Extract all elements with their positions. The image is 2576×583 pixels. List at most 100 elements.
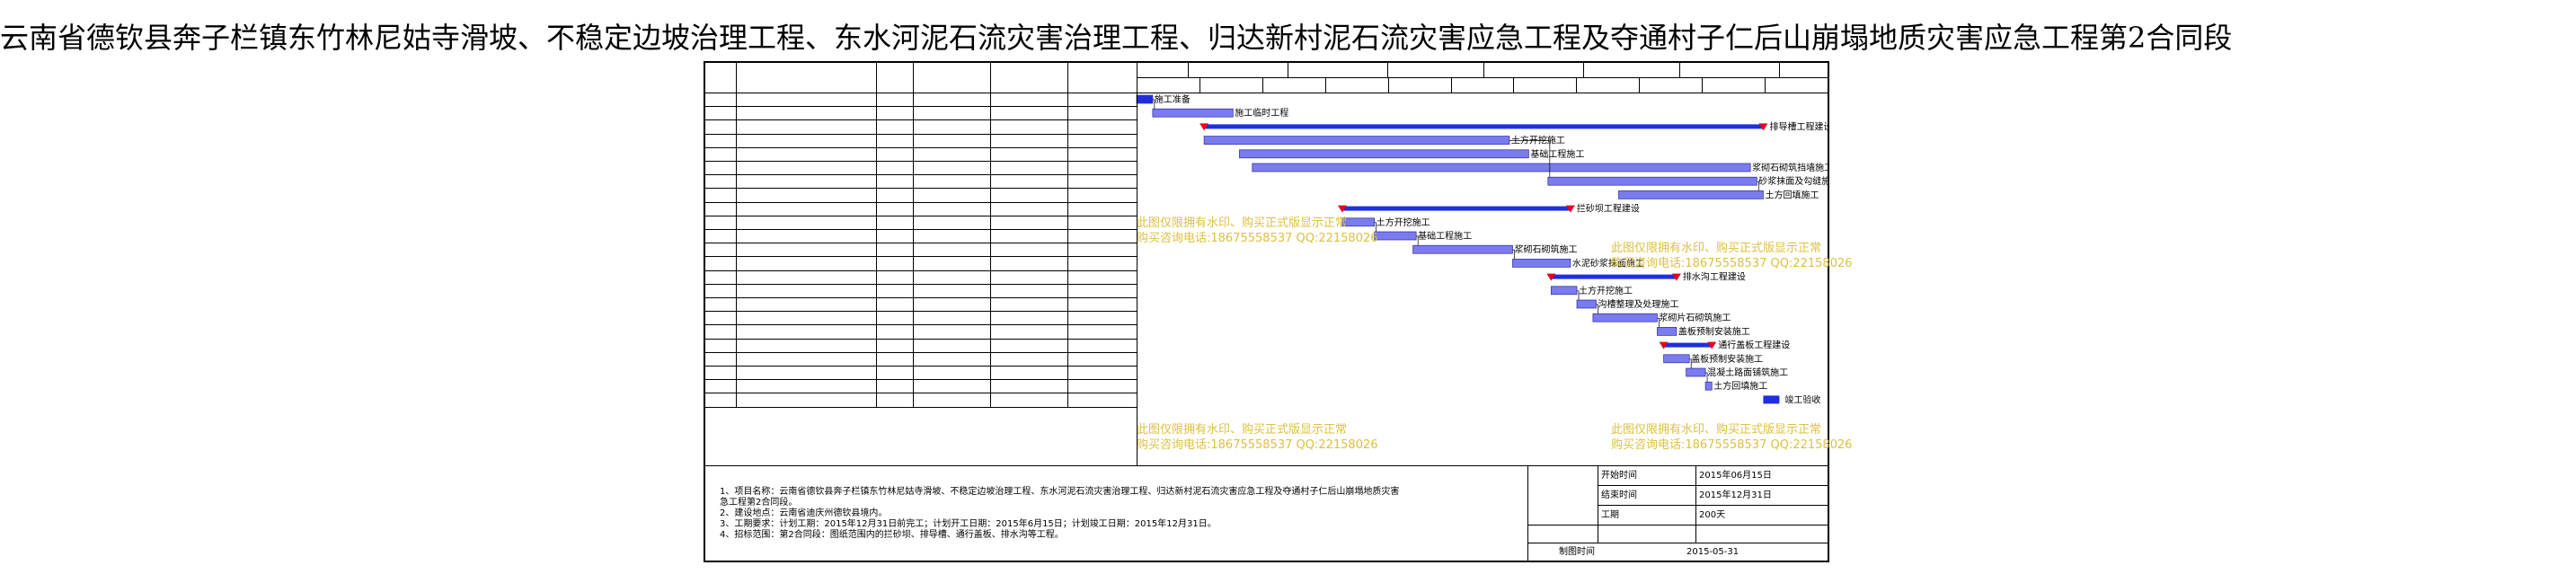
bar-label: 盖板预制安装施工 bbox=[1678, 325, 1750, 337]
bar-label: 浆砌石砌筑施工 bbox=[1514, 243, 1577, 255]
dependency-link bbox=[1152, 99, 1155, 110]
row-line bbox=[705, 229, 1137, 230]
task-bar bbox=[1137, 95, 1153, 103]
dependency-link bbox=[1705, 372, 1708, 383]
watermark-text: 此图仅限拥有水印、购买正式版显示正常购买咨询电话:18675558537 QQ:… bbox=[1611, 241, 1853, 271]
task-bar bbox=[1618, 190, 1764, 199]
task-bar bbox=[1704, 381, 1713, 391]
summary-bar bbox=[1341, 206, 1571, 211]
summary-label: 工期 bbox=[1601, 510, 1619, 520]
week-line bbox=[1199, 77, 1200, 93]
table-col-line bbox=[990, 63, 991, 407]
watermark-line-2: 购买咨询电话:18675558537 QQ:22158026 bbox=[1137, 232, 1378, 245]
gantt-chart: 施工准备施工临时工程排导槽工程建设土方开挖施工基础工程施工浆砌石砌筑挡墙施工砂浆… bbox=[1136, 93, 1828, 405]
dependency-link bbox=[1757, 181, 1759, 191]
row-line bbox=[705, 174, 1137, 176]
row-line bbox=[705, 161, 1137, 162]
summary-bar bbox=[1204, 124, 1764, 129]
week-line bbox=[1387, 77, 1389, 93]
summary-row-line bbox=[1598, 485, 1828, 486]
row-line bbox=[705, 201, 1137, 203]
bar-label: 竣工验收 bbox=[1784, 393, 1820, 405]
row-line bbox=[705, 269, 1137, 271]
row-line bbox=[705, 188, 1137, 190]
summary-label: 开始时间 bbox=[1601, 471, 1637, 481]
week-line bbox=[1261, 77, 1263, 93]
summary-bar bbox=[1663, 342, 1713, 348]
note-line: 1、项目名称：云南省德钦县奔子栏镇东竹林尼姑寺滑坡、不稳定边坡治理工程、东水河泥… bbox=[720, 487, 1400, 497]
row-line bbox=[705, 106, 1137, 108]
week-line bbox=[1765, 77, 1766, 93]
task-bar bbox=[1374, 231, 1417, 241]
bar-label: 水泥砂浆抹面施工 bbox=[1572, 257, 1644, 269]
end-diamond bbox=[1565, 205, 1575, 213]
bar-label: 土方开挖施工 bbox=[1579, 285, 1633, 296]
gantt-sheet: 施工准备施工临时工程排导槽工程建设土方开挖施工基础工程施工浆砌石砌筑挡墙施工砂浆… bbox=[704, 61, 1853, 562]
task-bar bbox=[1576, 299, 1597, 309]
watermark-line-2: 购买咨询电话:18675558537 QQ:22158026 bbox=[1137, 438, 1378, 452]
week-line bbox=[1450, 77, 1452, 93]
bar-label: 沟槽整理及处理施工 bbox=[1598, 298, 1678, 310]
watermark-line-2: 购买咨询电话:18675558537 QQ:22158026 bbox=[1611, 438, 1853, 452]
month-line bbox=[1386, 63, 1388, 77]
row-line bbox=[705, 366, 1137, 367]
month-bottom-line bbox=[1137, 77, 1828, 78]
bar-label: 通行盖板工程建设 bbox=[1718, 340, 1790, 351]
row-line bbox=[705, 146, 1137, 148]
task-bar bbox=[1551, 286, 1578, 296]
summary-row-line bbox=[1598, 505, 1828, 506]
task-bar bbox=[1203, 136, 1510, 145]
dependency-link bbox=[1689, 358, 1692, 368]
start-diamond bbox=[1199, 123, 1209, 131]
week-line bbox=[1639, 77, 1641, 93]
table-col-line bbox=[1067, 63, 1068, 407]
chart-bottom-line bbox=[705, 465, 1828, 466]
watermark-line-1: 此图仅限拥有水印、购买正式版显示正常 bbox=[1611, 242, 1822, 255]
task-bar bbox=[1252, 163, 1751, 172]
month-line bbox=[1583, 63, 1585, 77]
table-col-line bbox=[876, 63, 877, 407]
month-line bbox=[1679, 63, 1681, 77]
month-line bbox=[1779, 63, 1781, 77]
watermark-line-1: 此图仅限拥有水印、购买正式版显示正常 bbox=[1137, 216, 1348, 230]
week-line bbox=[1513, 77, 1515, 93]
summary-bar bbox=[1763, 395, 1780, 404]
dependency-link bbox=[1416, 235, 1419, 246]
bar-label: 浆砌石砌筑挡墙施工 bbox=[1752, 162, 1828, 173]
task-bar bbox=[1686, 367, 1706, 377]
week-line bbox=[1702, 77, 1704, 93]
bar-label: 施工准备 bbox=[1155, 93, 1191, 105]
summary-row-line bbox=[1527, 525, 1828, 526]
summary-outer-line bbox=[1527, 465, 1528, 561]
month-line bbox=[1483, 63, 1485, 77]
row-line bbox=[705, 338, 1137, 340]
bar-label: 基础工程施工 bbox=[1418, 230, 1472, 242]
dependency-link bbox=[1512, 249, 1515, 260]
watermark-line-1: 此图仅限拥有水印、购买正式版显示正常 bbox=[1611, 423, 1822, 437]
table-col-line bbox=[913, 63, 914, 407]
row-line bbox=[705, 297, 1137, 298]
made-label: 制图时间 bbox=[1559, 547, 1595, 557]
row-line bbox=[705, 406, 1137, 408]
row-line bbox=[705, 379, 1137, 381]
start-diamond bbox=[1659, 341, 1669, 349]
bar-label: 拦砂坝工程建设 bbox=[1577, 203, 1640, 215]
summary-label: 结束时间 bbox=[1601, 490, 1637, 500]
dependency-link bbox=[1596, 304, 1598, 314]
bar-label: 施工临时工程 bbox=[1235, 107, 1288, 119]
dependency-link bbox=[1577, 290, 1580, 300]
project-notes: 1、项目名称：云南省德钦县奔子栏镇东竹林尼姑寺滑坡、不稳定边坡治理工程、东水河泥… bbox=[720, 487, 1717, 541]
watermark-text: 此图仅限拥有水印、购买正式版显示正常购买咨询电话:18675558537 QQ:… bbox=[1137, 216, 1378, 246]
month-line bbox=[1188, 63, 1190, 77]
bar-label: 土方回填施工 bbox=[1713, 380, 1767, 392]
summary-bar bbox=[1551, 274, 1677, 279]
bar-label: 排水沟工程建设 bbox=[1683, 271, 1746, 283]
start-diamond bbox=[1337, 205, 1347, 213]
row-line bbox=[705, 351, 1137, 353]
note-line: 4、招标范围：第2合同段：图纸范围内的拦砂坝、排导槽、通行盖板、排水沟等工程。 bbox=[720, 530, 1064, 540]
bar-label: 排导槽工程建设 bbox=[1769, 120, 1828, 132]
summary-value: 2015年12月31日 bbox=[1699, 490, 1772, 500]
row-line bbox=[705, 133, 1137, 135]
week-line bbox=[1324, 77, 1326, 93]
summary-value: 200天 bbox=[1699, 510, 1726, 520]
